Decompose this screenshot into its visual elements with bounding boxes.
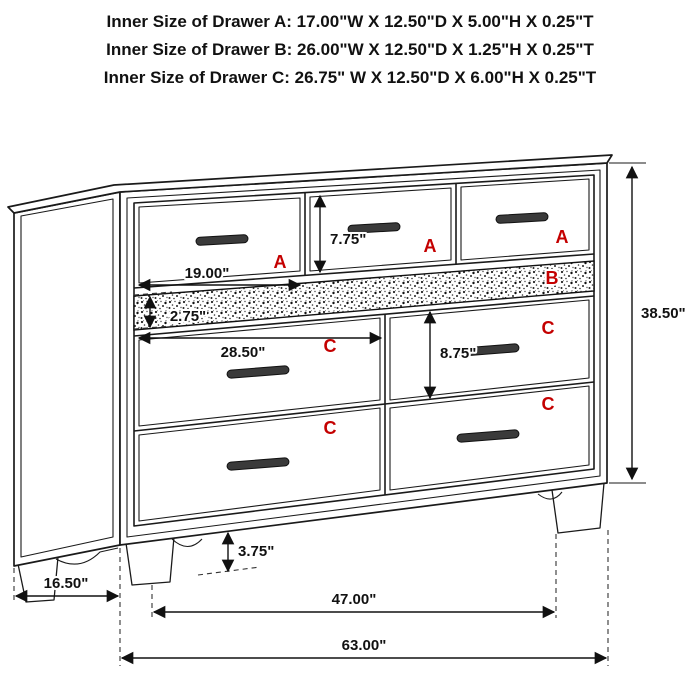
spec-line-drawer-c: Inner Size of Drawer C: 26.75" W X 12.50… [103, 68, 597, 87]
drawer-c2-left-label: C [324, 418, 337, 438]
drawer-b-glitter-strip [133, 260, 595, 331]
dim-drawer-c-width-text: 28.50" [221, 344, 266, 361]
dim-drawer-c-width: 28.50" [137, 331, 383, 363]
drawer-c1-right-label: C [542, 318, 555, 338]
dim-drawer-b-height-text: 2.75" [170, 308, 206, 325]
annotations: A A A B C C C C 19.00" 7.75" 2.7 [13, 162, 688, 666]
drawer-c2-right-front [389, 385, 590, 491]
drawer-c2-right-label: C [542, 394, 555, 414]
side-panel [13, 191, 121, 567]
drawer-c1-right-handle-icon [456, 343, 520, 357]
dim-overall-width-text: 63.00" [342, 637, 387, 654]
dresser-drawing [7, 154, 613, 603]
dim-side-depth: 16.50" [13, 548, 121, 666]
dim-base-height-text: 3.75" [238, 543, 274, 560]
dim-side-depth-text: 16.50" [44, 575, 89, 592]
drawer-c1-left-label: C [324, 336, 337, 356]
drawer-c1-right-front [389, 299, 590, 401]
drawer-divider [133, 295, 595, 337]
drawer-area-border [133, 174, 595, 527]
drawer-a2-label: A [424, 236, 437, 256]
drawer-c1-left-front [138, 317, 381, 427]
dim-drawer-a-height: 7.75" [313, 194, 368, 274]
drawer-a1-label: A [274, 252, 287, 272]
dim-drawer-b-height: 2.75" [133, 291, 208, 330]
top-panel [7, 154, 613, 214]
drawer-b-label: B [546, 268, 559, 288]
dim-feet-span: 47.00" [151, 534, 557, 619]
drawer-a3-front [460, 178, 590, 261]
drawer-a3-label: A [556, 227, 569, 247]
drawer-a2-handle-icon [347, 222, 401, 234]
front-frame-inner-border [126, 169, 601, 538]
dim-feet-span-text: 47.00" [332, 591, 377, 608]
dim-drawer-a-width: 19.00" [137, 263, 302, 292]
size-specs: Inner Size of Drawer A: 17.00"W X 12.50"… [0, 8, 700, 92]
drawer-c1-left-handle-icon [226, 365, 290, 379]
drawer-a2-front [309, 187, 452, 272]
drawer-a1-handle-icon [195, 234, 249, 246]
drawer-a3-handle-icon [495, 212, 549, 224]
dim-drawer-a-width-text: 19.00" [185, 265, 230, 282]
dim-overall-height-text: 38.50" [641, 305, 686, 322]
spec-line-drawer-a: Inner Size of Drawer A: 17.00"W X 12.50"… [106, 12, 594, 31]
drawer-a1-front [138, 197, 301, 284]
drawer-c2-left-front [138, 407, 381, 522]
spec-line-drawer-b: Inner Size of Drawer B: 26.00"W X 12.50"… [106, 40, 594, 59]
front-left-foot [125, 536, 175, 586]
dim-drawer-a-height-text: 7.75" [330, 231, 366, 248]
dim-drawer-c-height-text: 8.75" [440, 345, 476, 362]
front-right-foot [551, 482, 605, 534]
dim-overall-width: 63.00" [120, 530, 609, 666]
dim-drawer-c-height: 8.75" [423, 310, 478, 400]
dim-base-height: 3.75" [197, 531, 276, 576]
drawer-c2-left-handle-icon [226, 457, 290, 471]
drawer-c2-right-handle-icon [456, 429, 520, 443]
side-panel-inner-border [20, 198, 114, 558]
apron-curve-front-right [537, 491, 563, 500]
apron-curve-front-left [171, 538, 203, 548]
apron-curve-side [55, 547, 119, 565]
drawer-divider [133, 381, 595, 432]
dim-overall-height: 38.50" [609, 162, 688, 484]
